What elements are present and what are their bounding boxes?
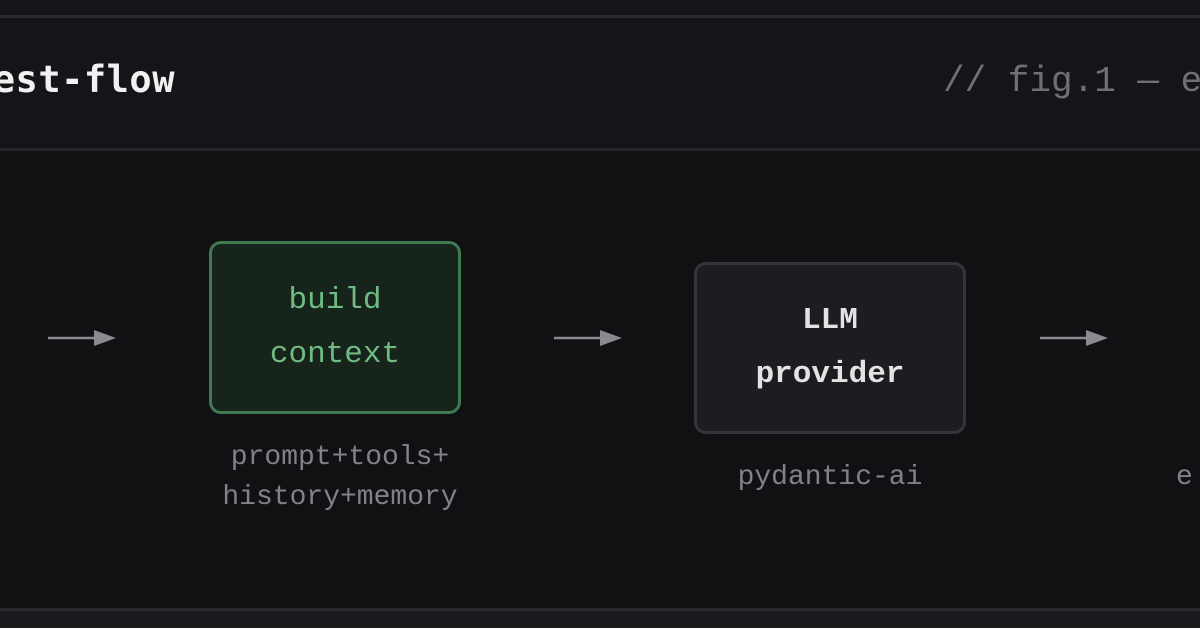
build-context-sublabel: prompt+tools+ history+memory [222, 442, 458, 513]
llm-provider-node: LLM provider [694, 262, 966, 434]
build-context-node: build context [209, 241, 461, 414]
flow-arrow-icon [1040, 330, 1108, 346]
figure-header [0, 18, 1200, 148]
request-flow-diagram [0, 151, 1200, 609]
next-node-sublabel: e [1176, 462, 1193, 493]
figure-title: uest-flow [0, 58, 175, 101]
llm-provider-sublabel: pydantic-ai [737, 462, 923, 493]
flow-arrow-icon [48, 330, 116, 346]
flow-arrow-icon [554, 330, 622, 346]
header-divider [0, 148, 1200, 151]
figure-caption: // fig.1 — e [943, 61, 1200, 102]
bottom-frame-bar [0, 608, 1200, 628]
top-frame-bar [0, 0, 1200, 18]
